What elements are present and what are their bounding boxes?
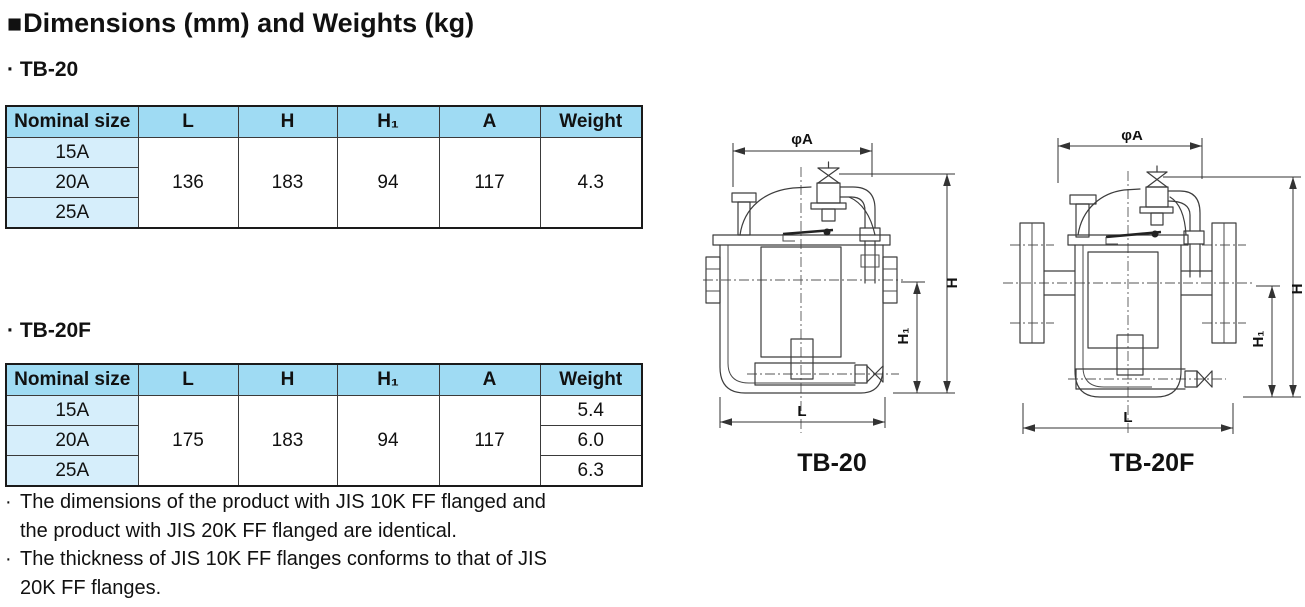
cell-h1: 94 — [336, 137, 440, 229]
dimension-phiA: φA — [732, 131, 873, 187]
cell-a: 117 — [438, 395, 541, 487]
col-header-l: L — [137, 105, 239, 138]
section-square-icon: ■ — [7, 10, 23, 38]
dim-label-L: L — [1123, 409, 1132, 426]
screwed-socket-right — [882, 256, 898, 304]
col-header-nominal-size: Nominal size — [5, 363, 139, 396]
page-title-text: Dimensions (mm) and Weights (kg) — [23, 8, 475, 38]
table-row: 15A 136 183 94 117 4.3 — [5, 137, 643, 229]
bullet-icon: · — [5, 548, 12, 570]
footnotes: · The dimensions of the product with JIS… — [5, 488, 665, 602]
dim-label-phiA: φA — [1121, 131, 1143, 144]
drain-pipe — [754, 362, 884, 386]
dim-label-H1: H₁ — [1250, 330, 1267, 347]
col-header-a: A — [438, 363, 541, 396]
dimension-L: L — [1022, 403, 1234, 434]
cell-h: 183 — [237, 395, 338, 487]
footnote-flange-dimensions: · The dimensions of the product with JIS… — [5, 488, 665, 545]
cap-bolt — [731, 192, 757, 236]
inner-bucket — [1087, 251, 1159, 376]
centerlines — [1003, 171, 1253, 436]
table-row: Nominal size L H H₁ A Weight — [5, 105, 643, 138]
table-row: 25A — [5, 197, 642, 229]
drain-pipe — [1075, 368, 1213, 390]
bullet-icon: · — [5, 491, 12, 513]
cell-a: 117 — [438, 137, 541, 229]
centerlines — [703, 167, 903, 433]
col-header-h1: H₁ — [336, 363, 440, 396]
cell-size-20a: 20A — [5, 167, 139, 198]
drawing-label-tb20f: TB-20F — [1109, 449, 1195, 477]
col-header-a: A — [438, 105, 541, 138]
valve-body-outline — [1067, 188, 1189, 398]
col-header-h: H — [237, 363, 338, 396]
footnote-line: the product with JIS 20K FF flanged are … — [20, 519, 457, 542]
footnote-line: 20K FF flanges. — [20, 576, 162, 599]
col-header-h1: H₁ — [336, 105, 440, 138]
col-header-nominal-size: Nominal size — [5, 105, 139, 138]
cell-h: 183 — [237, 137, 338, 229]
cell-weight-25a: 6.3 — [539, 455, 643, 487]
dimension-H1: H₁ — [1250, 285, 1280, 397]
table-row: Nominal size L H H₁ A Weight — [5, 363, 643, 396]
table-tb20f: Nominal size L H H₁ A Weight 15A 175 183… — [5, 363, 643, 487]
screwed-socket-left — [705, 256, 721, 304]
cell-size-25a: 25A — [5, 197, 139, 229]
cell-l: 136 — [137, 137, 239, 229]
col-header-weight: Weight — [539, 105, 643, 138]
cap-bolt — [1069, 194, 1097, 238]
footnote-text: The thickness of JIS 10K FF flanges conf… — [20, 545, 547, 602]
table-row: 20A — [5, 167, 642, 198]
footnote-text: The dimensions of the product with JIS 1… — [20, 488, 546, 545]
drain-valve-icon — [1196, 370, 1213, 388]
flange-pipes — [1043, 270, 1213, 296]
dimension-H: H — [1163, 176, 1305, 398]
col-header-l: L — [137, 363, 239, 396]
cell-weight-20a: 6.0 — [539, 425, 643, 456]
inner-bucket — [760, 246, 842, 380]
float-lever — [782, 228, 834, 242]
cell-l: 175 — [137, 395, 239, 487]
cell-size-15a: 15A — [5, 395, 139, 426]
cell-size-15a: 15A — [5, 137, 139, 168]
footnote-line: The dimensions of the product with JIS 1… — [20, 491, 546, 513]
dimension-L: L — [719, 397, 886, 428]
cell-h1: 94 — [336, 395, 440, 487]
cell-weight-15a: 5.4 — [539, 395, 643, 426]
page-title: ■Dimensions (mm) and Weights (kg) — [7, 8, 474, 39]
dimension-H: H — [839, 173, 961, 394]
flange-left — [1019, 222, 1045, 344]
float-lever — [1105, 230, 1162, 245]
cell-size-20a: 20A — [5, 425, 139, 456]
footnote-line: The thickness of JIS 10K FF flanges conf… — [20, 548, 547, 570]
drain-valve-icon — [866, 365, 884, 383]
valve-body-outline — [705, 186, 898, 394]
heading-tb20f: · TB-20F — [7, 319, 91, 342]
dim-label-H: H — [1289, 284, 1305, 295]
tb20f-technical-drawing: φA H H₁ L — [1003, 131, 1305, 436]
drawing-label-tb20: TB-20 — [797, 449, 867, 477]
table-row: 25A 6.3 — [5, 455, 643, 487]
dim-label-H1: H₁ — [895, 327, 912, 344]
dim-label-phiA: φA — [791, 131, 813, 148]
dimension-phiA: φA — [1057, 131, 1203, 183]
table-tb20: Nominal size L H H₁ A Weight 15A 136 183… — [5, 105, 643, 229]
cell-size-25a: 25A — [5, 455, 139, 487]
table-row: 15A 175 183 94 117 5.4 — [5, 395, 643, 487]
dim-label-H: H — [944, 278, 961, 289]
air-vent-valve — [810, 161, 881, 284]
air-vent-valve — [1139, 165, 1205, 278]
col-header-weight: Weight — [539, 363, 643, 396]
col-header-h: H — [237, 105, 338, 138]
dim-label-L: L — [797, 403, 806, 420]
flange-right — [1211, 222, 1237, 344]
tb20-technical-drawing: φA H H₁ L — [703, 131, 961, 433]
footnote-flange-thickness: · The thickness of JIS 10K FF flanges co… — [5, 545, 665, 602]
table-row: 20A 6.0 — [5, 425, 643, 456]
dimension-H1: H₁ — [895, 281, 925, 393]
heading-tb20: · TB-20 — [7, 58, 79, 81]
cell-weight: 4.3 — [539, 137, 643, 229]
